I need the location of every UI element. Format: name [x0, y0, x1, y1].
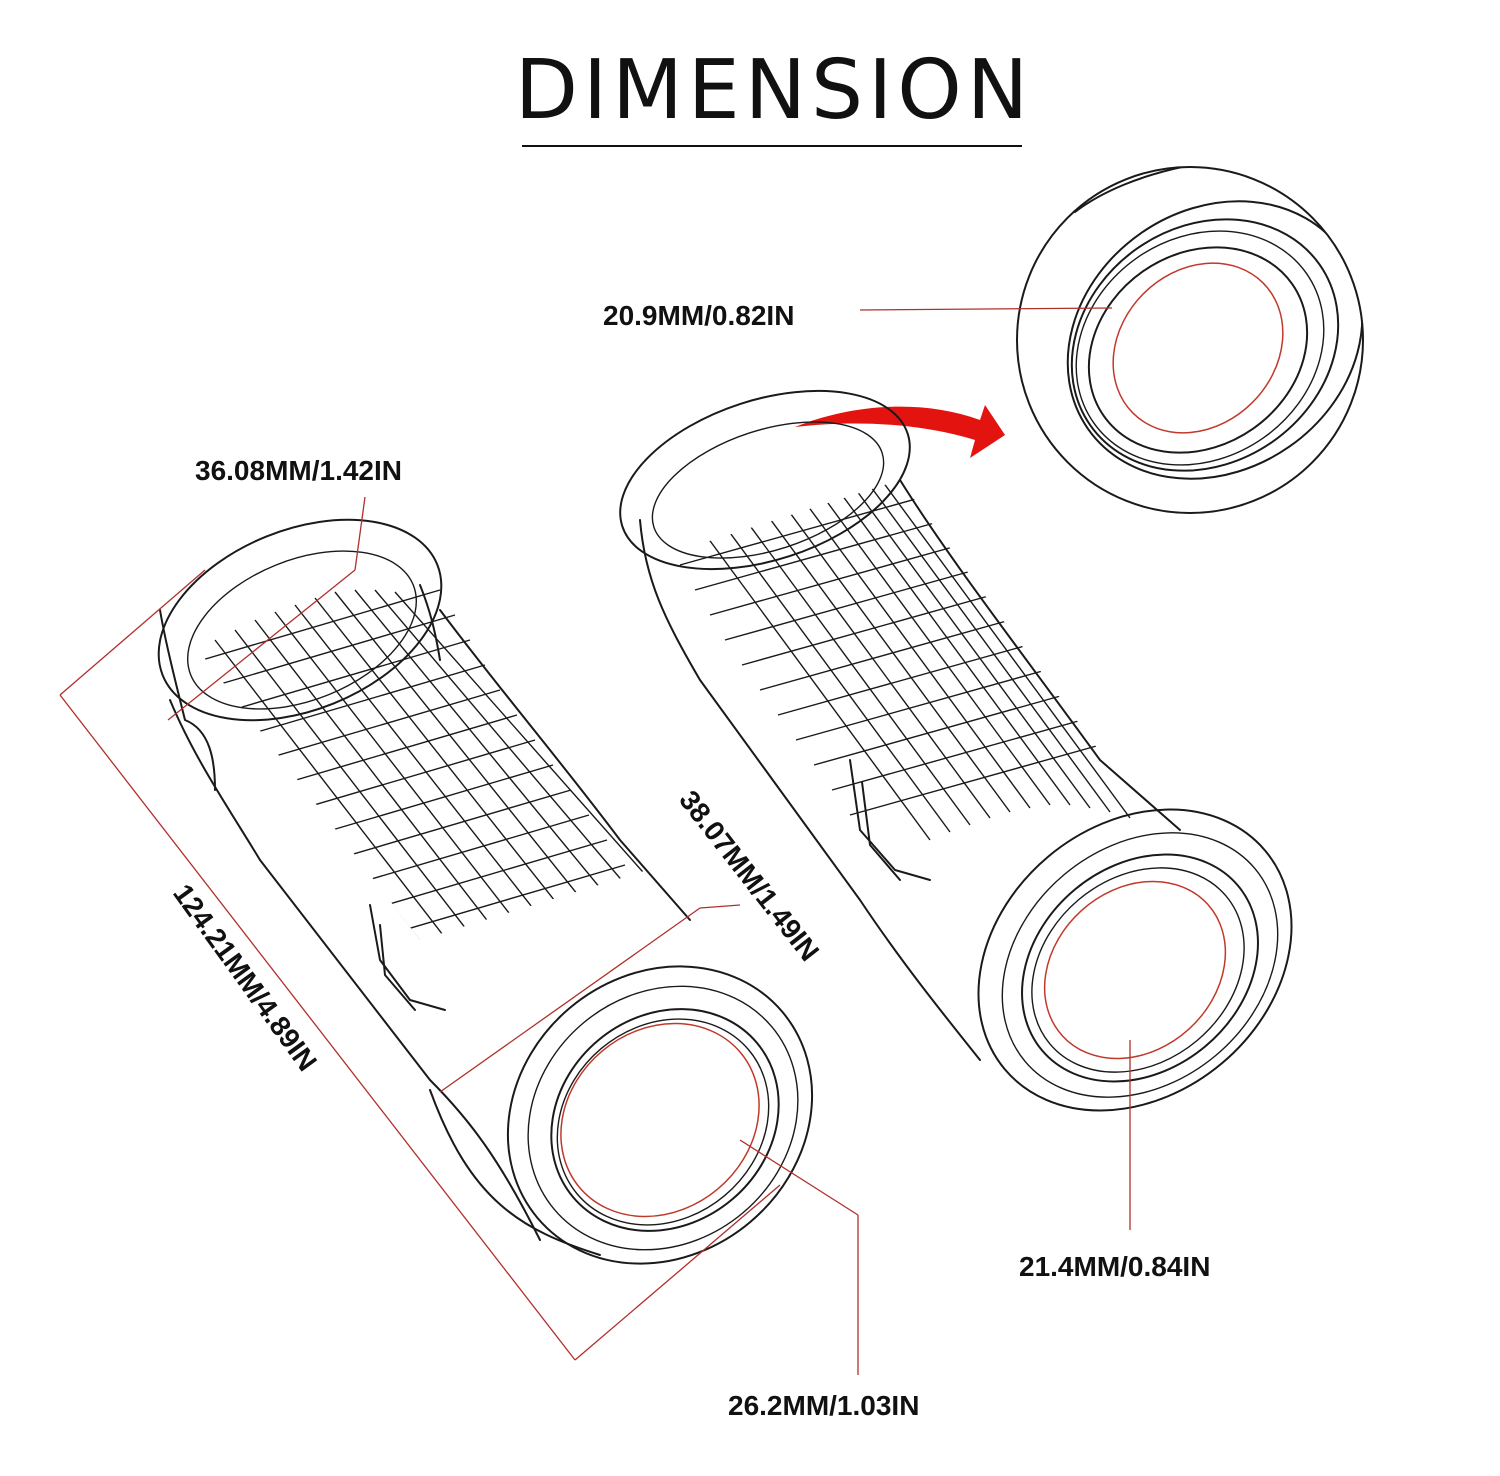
page-title: DIMENSION	[515, 43, 1033, 138]
left-grip	[157, 518, 814, 1265]
right-inner-ring	[1043, 880, 1227, 1060]
dim-label-26: 26.2MM/1.03IN	[728, 1390, 919, 1421]
dim-label-21: 21.4MM/0.84IN	[1019, 1251, 1210, 1282]
dim-label-38: 38.07MM/1.49IN	[673, 785, 825, 967]
dimension-lines	[59, 307, 1131, 1375]
dim-label-20: 20.9MM/0.82IN	[603, 300, 794, 331]
right-grip	[619, 389, 1293, 1112]
red-arrow-icon	[795, 405, 1005, 458]
dim-label-36: 36.08MM/1.42IN	[195, 455, 402, 486]
left-inner-ring	[560, 1022, 760, 1218]
detail-inner-ring	[1112, 262, 1284, 434]
detail-view	[1016, 166, 1364, 514]
dim-label-124: 124.21MM/4.89IN	[167, 878, 323, 1076]
